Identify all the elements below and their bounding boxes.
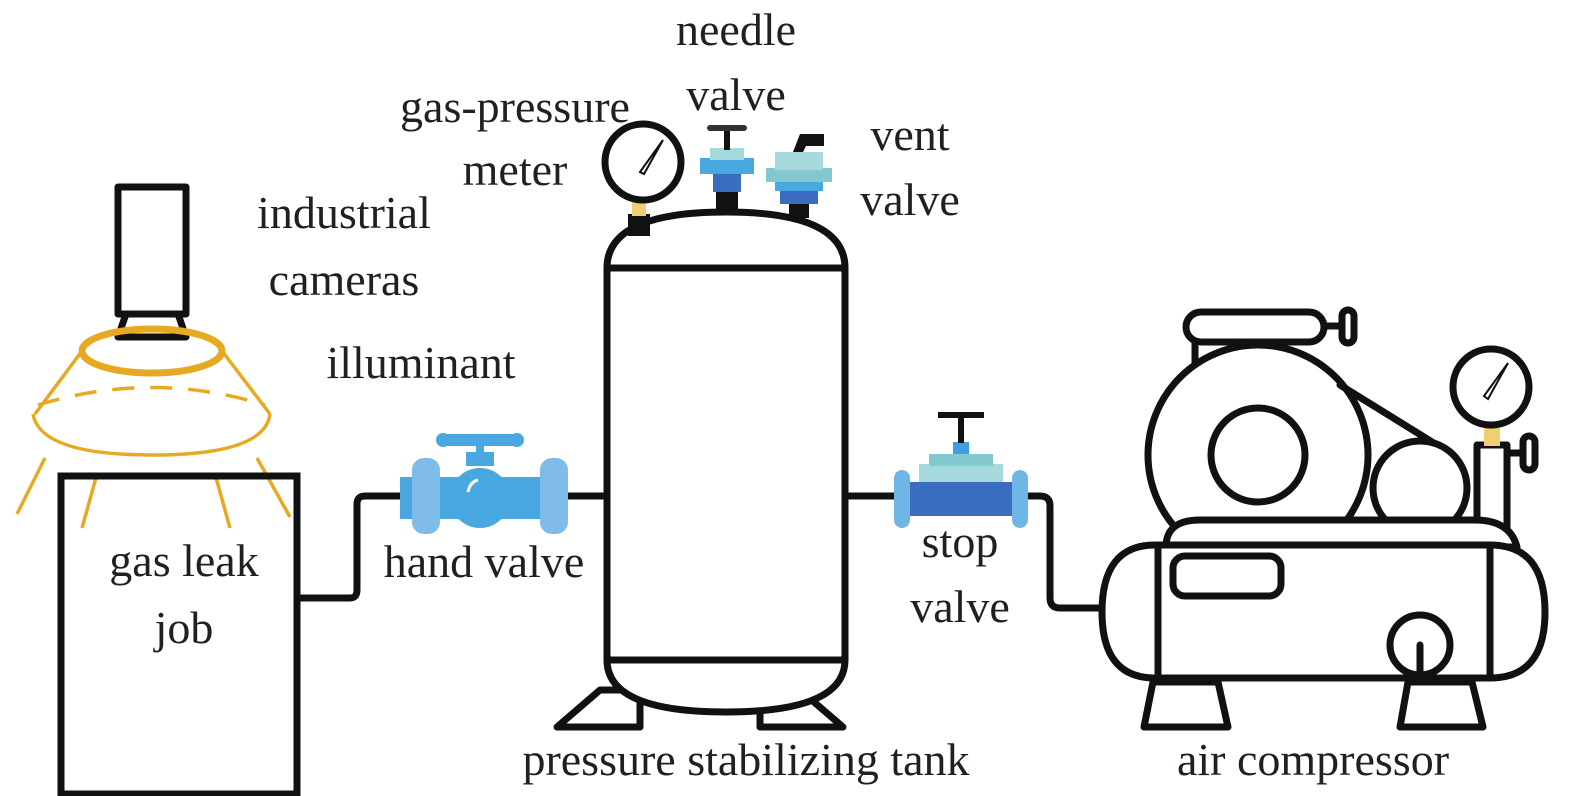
hand-valve[interactable] [400,433,568,534]
label-gas-leak-job-1: gas leak [109,535,258,586]
label-industrial-cameras-1: industrial [257,187,431,238]
label-vent-valve-2: valve [860,174,960,225]
label-gas-pressure-meter-1: gas-pressure [400,81,630,132]
label-vent-valve-1: vent [870,109,949,160]
label-illuminant: illuminant [326,337,515,388]
vent-valve[interactable] [766,134,832,218]
label-stop-valve-2: valve [910,581,1010,632]
pressure-stabilizing-tank [553,208,849,731]
needle-valve[interactable] [700,125,754,214]
stop-valve[interactable] [894,412,1028,528]
illuminant-light [15,325,292,529]
gas-leak-job-box [57,472,301,796]
label-hand-valve: hand valve [384,536,585,587]
label-needle-valve-2: valve [686,69,786,120]
label-pressure-stabilizing-tank: pressure stabilizing tank [522,734,969,785]
label-industrial-cameras-2: cameras [269,254,420,305]
gas-pressure-meter [601,120,685,236]
label-needle-valve-1: needle [676,4,796,55]
pipe-job-to-tank [296,492,611,602]
label-air-compressor: air compressor [1177,734,1449,785]
label-stop-valve-1: stop [922,516,999,567]
pipe-tank-to-compressor [841,492,1104,612]
industrial-camera [114,183,190,341]
label-gas-pressure-meter-2: meter [463,144,568,195]
label-gas-leak-job-2: job [153,602,214,653]
air-compressor [1098,306,1549,731]
